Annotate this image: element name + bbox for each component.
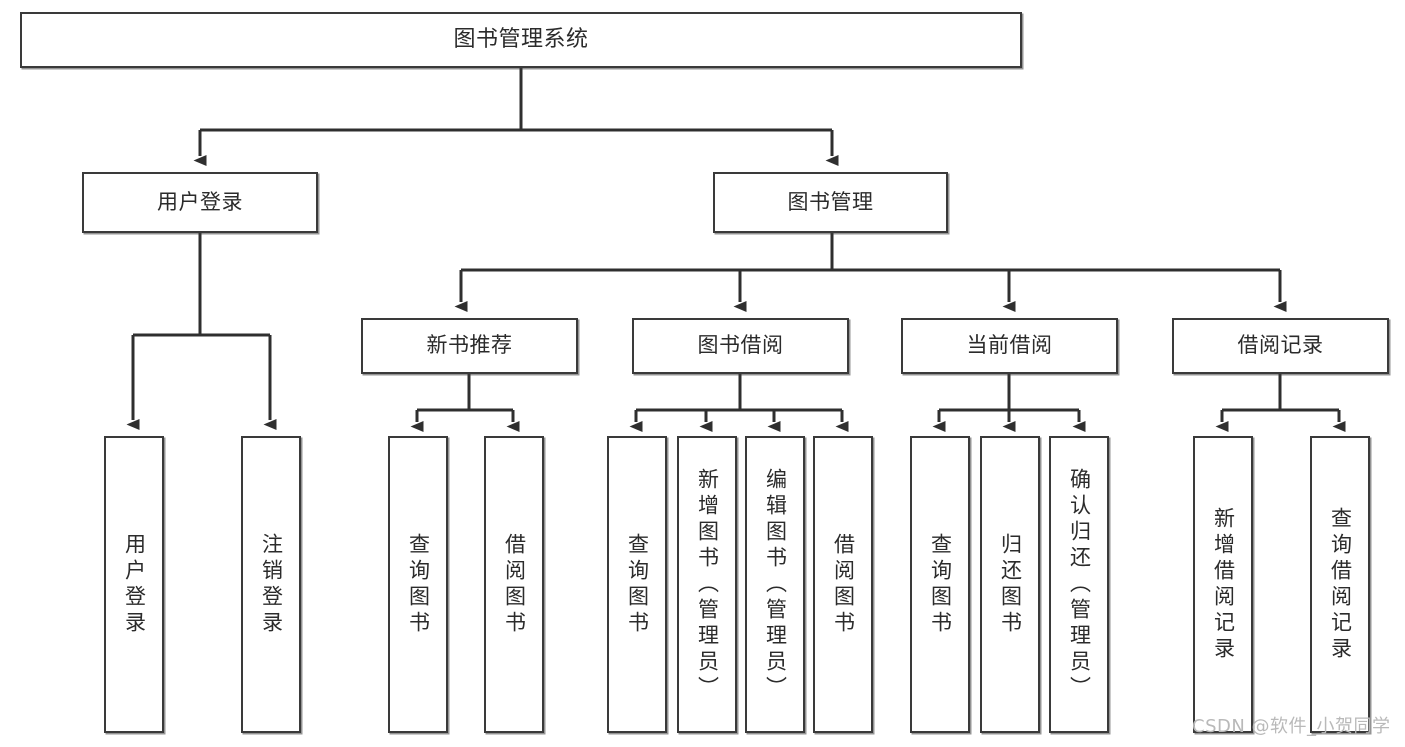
- watermark: CSDN @软件_小贺同学: [1192, 716, 1391, 737]
- node-root-label: 图书管理系统: [453, 26, 589, 52]
- leaf-borrow-book-2[interactable]: 借阅图书: [813, 436, 873, 733]
- leaf-edit-book-label: 编辑图书（管理员）: [763, 467, 788, 702]
- leaf-logout-label: 注销登录: [259, 532, 284, 637]
- leaf-confirm-return[interactable]: 确认归还（管理员）: [1049, 436, 1109, 733]
- node-current-borrow[interactable]: 当前借阅: [901, 318, 1118, 374]
- node-user-login-label: 用户登录: [157, 189, 243, 214]
- leaf-query-book-2[interactable]: 查询图书: [607, 436, 667, 733]
- leaf-borrow-book-1-label: 借阅图书: [502, 532, 527, 637]
- leaf-add-record[interactable]: 新增借阅记录: [1193, 436, 1253, 733]
- leaf-logout[interactable]: 注销登录: [241, 436, 301, 733]
- leaf-query-book-2-label: 查询图书: [625, 532, 650, 637]
- leaf-confirm-return-label: 确认归还（管理员）: [1067, 467, 1092, 702]
- node-book-manage-label: 图书管理: [787, 189, 874, 214]
- leaf-query-book-3-label: 查询图书: [928, 532, 953, 637]
- leaf-add-book-label: 新增图书（管理员）: [695, 467, 720, 702]
- leaf-query-book-1-label: 查询图书: [406, 532, 431, 637]
- node-root[interactable]: 图书管理系统: [20, 12, 1022, 68]
- leaf-borrow-book-1[interactable]: 借阅图书: [484, 436, 544, 733]
- leaf-borrow-book-2-label: 借阅图书: [831, 532, 856, 637]
- node-new-book-rec[interactable]: 新书推荐: [361, 318, 578, 374]
- leaf-add-book[interactable]: 新增图书（管理员）: [677, 436, 737, 733]
- leaf-return-book[interactable]: 归还图书: [980, 436, 1040, 733]
- leaf-user-login-label: 用户登录: [122, 532, 147, 637]
- node-borrow-record[interactable]: 借阅记录: [1172, 318, 1389, 374]
- node-book-manage[interactable]: 图书管理: [713, 172, 948, 233]
- node-book-borrow-label: 图书借阅: [697, 333, 784, 358]
- leaf-user-login[interactable]: 用户登录: [104, 436, 164, 733]
- leaf-edit-book[interactable]: 编辑图书（管理员）: [745, 436, 805, 733]
- leaf-query-record-label: 查询借阅记录: [1328, 506, 1353, 663]
- leaf-query-record[interactable]: 查询借阅记录: [1310, 436, 1370, 733]
- leaf-return-book-label: 归还图书: [998, 532, 1023, 637]
- node-new-book-rec-label: 新书推荐: [426, 333, 513, 358]
- node-book-borrow[interactable]: 图书借阅: [632, 318, 849, 374]
- node-current-borrow-label: 当前借阅: [966, 333, 1053, 358]
- node-user-login[interactable]: 用户登录: [82, 172, 318, 233]
- leaf-query-book-3[interactable]: 查询图书: [910, 436, 970, 733]
- leaf-query-book-1[interactable]: 查询图书: [388, 436, 448, 733]
- leaf-add-record-label: 新增借阅记录: [1211, 506, 1236, 663]
- node-borrow-record-label: 借阅记录: [1237, 333, 1324, 358]
